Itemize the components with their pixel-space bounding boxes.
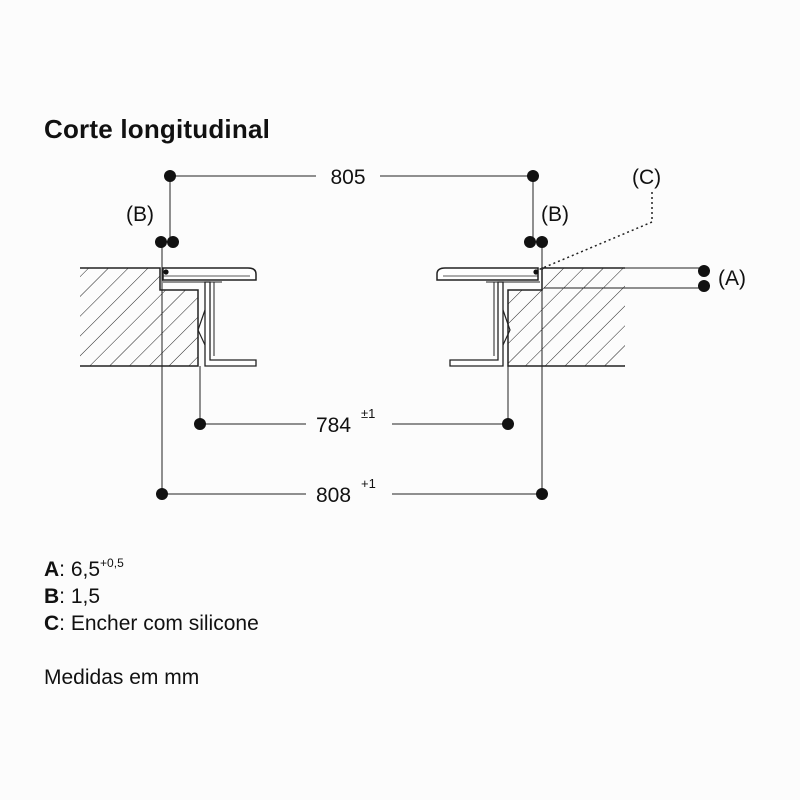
dimension-784-tolerance: ±1 bbox=[361, 406, 375, 421]
legend-item-a: A: 6,5+0,5 bbox=[44, 556, 124, 581]
worktop-left bbox=[80, 267, 199, 367]
legend-key: C bbox=[44, 612, 60, 635]
dimension-784 bbox=[194, 366, 514, 430]
legend: A: 6,5+0,5 B: 1,5 C: Encher com silicone bbox=[44, 550, 259, 637]
legend-item-b: B: 1,5 bbox=[44, 585, 101, 608]
callout-c: (C) bbox=[632, 166, 661, 189]
b-marker-left bbox=[155, 236, 179, 500]
legend-key: A bbox=[44, 558, 60, 581]
dimension-805-label: 805 bbox=[330, 166, 365, 189]
legend-key: B bbox=[44, 585, 60, 608]
legend-tolerance: +0,5 bbox=[100, 556, 124, 570]
silicone-dot-left bbox=[163, 269, 169, 275]
dimension-784-label: 784 bbox=[316, 414, 351, 437]
legend-item-c: C: Encher com silicone bbox=[44, 612, 259, 635]
cooktop-plate-left bbox=[162, 267, 257, 367]
callout-a: (A) bbox=[718, 267, 746, 290]
legend-value: 1,5 bbox=[70, 585, 101, 608]
silicone-dot-right bbox=[533, 269, 539, 275]
b-marker-right bbox=[524, 236, 548, 500]
units-note: Medidas em mm bbox=[44, 666, 200, 689]
dimension-a bbox=[544, 265, 710, 292]
callout-b-right: (B) bbox=[541, 203, 569, 226]
dimension-805 bbox=[164, 170, 539, 240]
cooktop-plate-right bbox=[436, 267, 540, 367]
callout-b-left: (B) bbox=[126, 203, 154, 226]
legend-value: Encher com silicone bbox=[70, 612, 259, 635]
diagram-title: Corte longitudinal bbox=[44, 114, 271, 144]
dimension-808 bbox=[156, 488, 548, 500]
worktop-right bbox=[507, 267, 625, 367]
legend-value: 6,5 bbox=[70, 558, 101, 581]
dimension-808-tolerance: +1 bbox=[361, 476, 376, 491]
dimension-808-label: 808 bbox=[316, 484, 351, 507]
callout-c-leader bbox=[537, 192, 653, 271]
